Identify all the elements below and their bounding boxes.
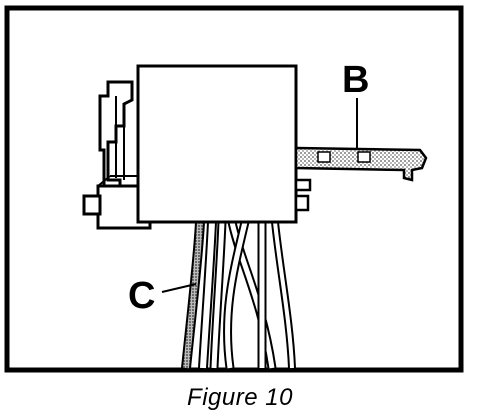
mounting-bracket — [98, 80, 134, 190]
main-module — [136, 64, 298, 224]
module-tabs — [294, 178, 312, 212]
label-b: B — [342, 59, 369, 101]
wire-harness — [181, 220, 296, 369]
label-c: C — [128, 275, 155, 317]
bracket-b — [294, 146, 428, 182]
figure-caption: Figure 10 — [187, 384, 293, 411]
leader-line-c — [161, 283, 197, 293]
